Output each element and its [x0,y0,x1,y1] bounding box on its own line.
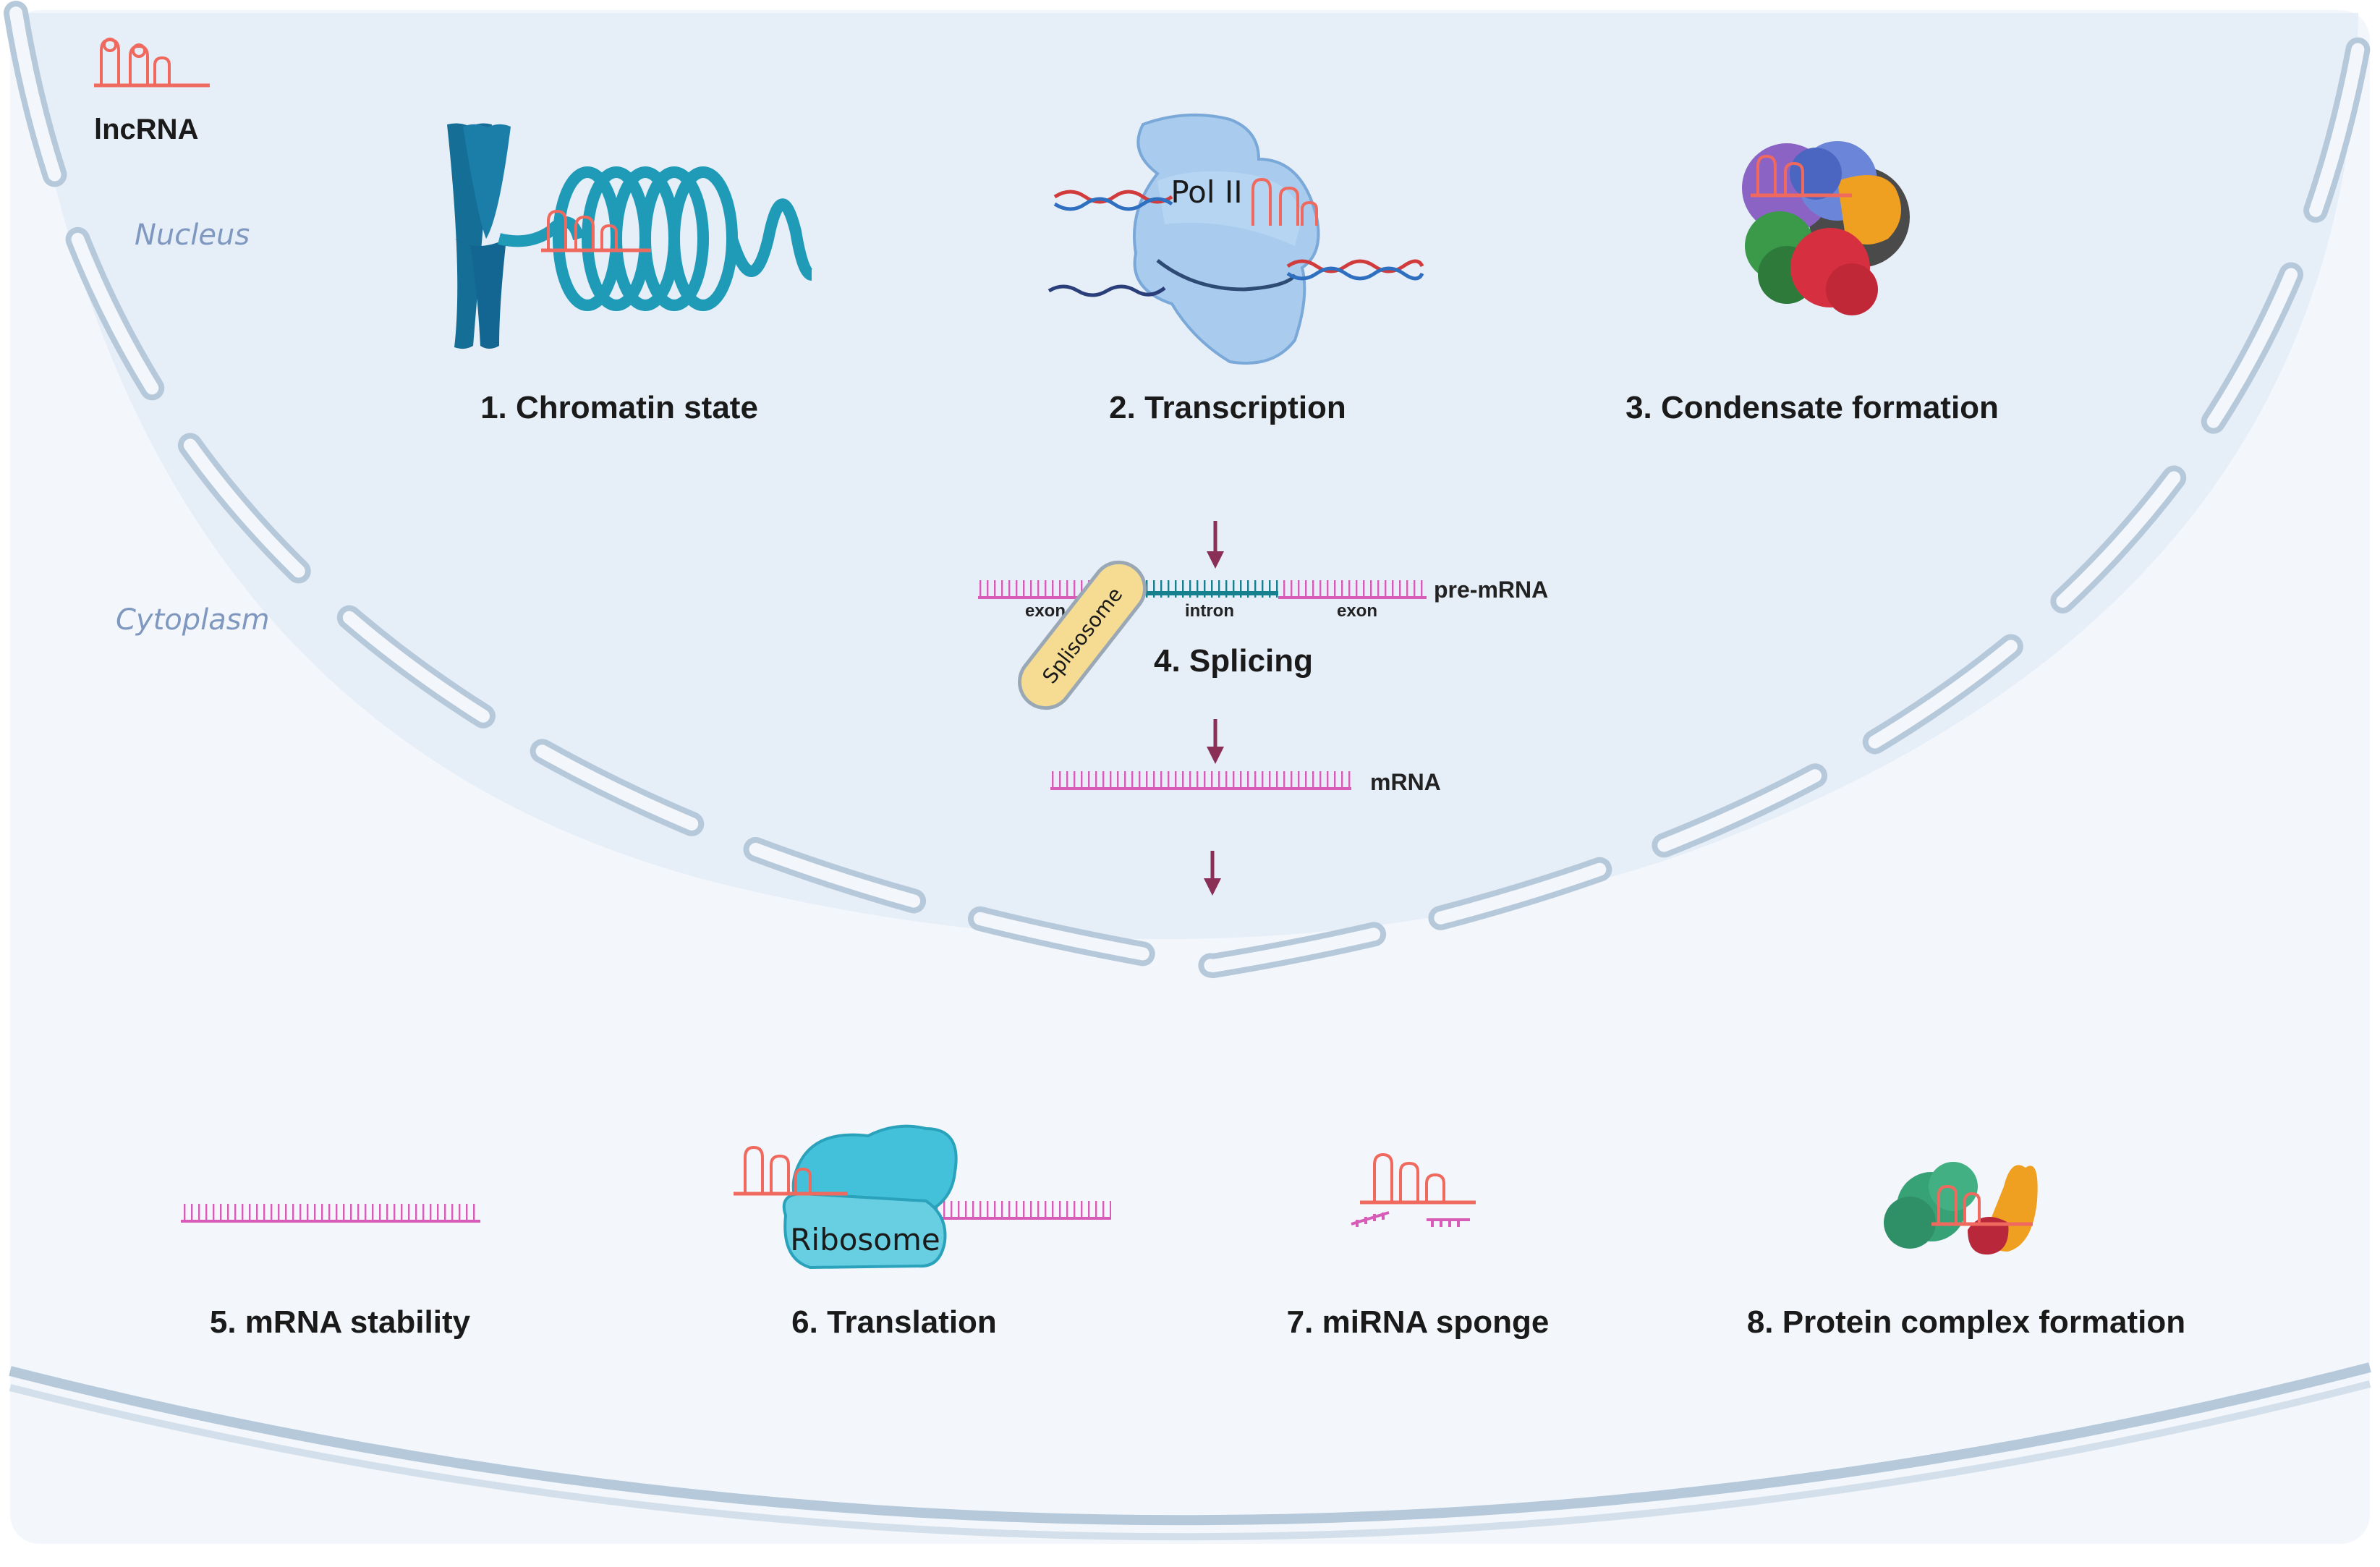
step-2-label: 2. Transcription [1109,390,1346,425]
intron-label: intron [1185,601,1234,621]
step-8-label: 8. Protein complex formation [1747,1304,2185,1340]
nuclear-envelope [4,1,2376,979]
pre-mrna-label: pre-mRNA [1434,577,1548,603]
step-3-label: 3. Condensate formation [1625,390,1999,425]
complex-lncrna [1931,1184,2033,1226]
chromatin-lncrna [541,209,651,252]
mrna-label: mRNA [1370,769,1441,795]
step-6-label: 6. Translation [791,1304,997,1340]
condensate-lncrna [1751,154,1852,198]
arrow-to-mrna [1207,719,1224,764]
arrow-to-pre-mrna [1207,521,1224,569]
rna-polymerase-ii [1133,113,1320,365]
step-4-label: 4. Splicing [1154,643,1313,679]
ribosome [782,1124,958,1270]
pol2-label: Pol II [1170,174,1242,210]
pre-mrna-strand [978,580,1427,599]
stable-mrna [181,1204,480,1223]
lncrna-legend-icon [94,38,210,88]
nucleus-label: Nucleus [135,218,250,252]
sponge-lncrna [1360,1152,1476,1205]
mirna-molecules [1351,1211,1470,1227]
step-1-label: 1. Chromatin state [480,390,758,425]
ribosome-label: Ribosome [790,1222,940,1257]
step-5-label: 5. mRNA stability [210,1304,471,1340]
chromosome-icon [447,123,511,349]
lncrna-legend-label: lncRNA [94,114,198,145]
exon-left-label: exon [1025,601,1066,621]
translation-lncrna [734,1145,848,1196]
dna-helix [1047,190,1424,297]
step-7-label: 7. miRNA sponge [1287,1304,1550,1340]
plasma-membrane [9,1362,2371,1541]
mrna-strand [1050,771,1351,790]
exon-right-label: exon [1337,601,1377,621]
condensate-cluster [1742,141,1910,315]
transcription-lncrna [1251,177,1318,226]
arrow-to-cytoplasm [1204,851,1221,896]
cytoplasm-label: Cytoplasm [116,603,270,637]
